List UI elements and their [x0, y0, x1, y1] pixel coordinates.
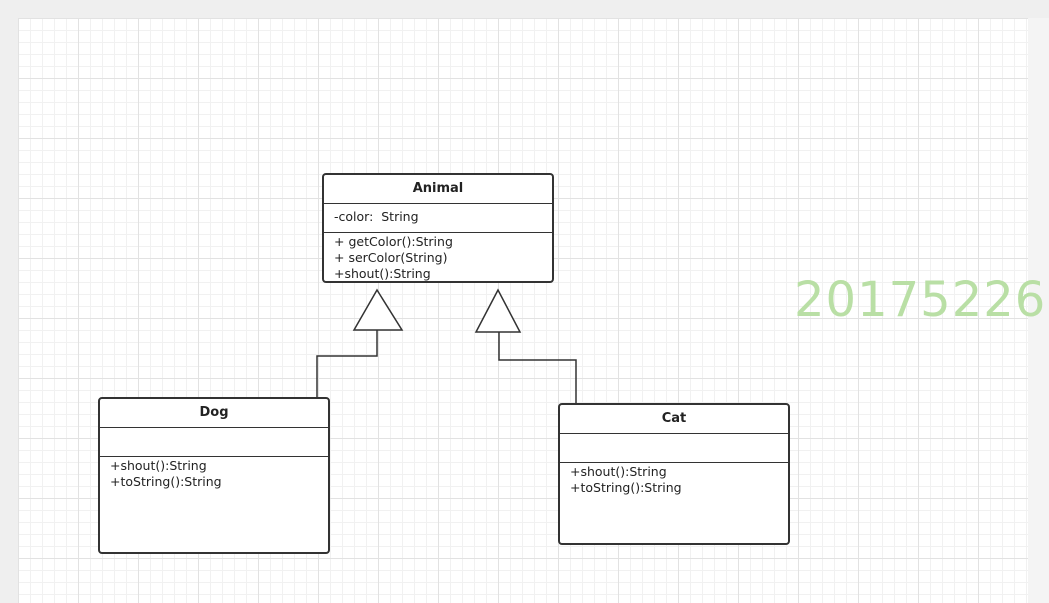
class-animal-operation: +shout():String — [334, 266, 431, 281]
class-cat-operation: +toString():String — [570, 480, 682, 495]
class-animal-operation: + getColor():String — [334, 234, 453, 249]
class-animal-attribute: -color: String — [334, 209, 419, 224]
class-dog-attributes — [100, 428, 328, 457]
class-dog[interactable]: Dog +shout():String +toString():String — [98, 397, 330, 554]
class-dog-operation: +toString():String — [110, 474, 222, 489]
dog-inheritance-arrowhead[interactable] — [352, 288, 404, 331]
cat-inheritance-arrowhead[interactable] — [474, 288, 522, 333]
cat-inheritance-line[interactable] — [498, 332, 577, 404]
canvas-scroll-edge — [1028, 18, 1049, 603]
class-cat-attributes — [560, 434, 788, 463]
class-cat[interactable]: Cat +shout():String +toString():String — [558, 403, 790, 545]
class-animal[interactable]: Animal -color: String + getColor():Strin… — [322, 173, 554, 283]
class-dog-operation: +shout():String — [110, 458, 207, 473]
class-dog-operations: +shout():String +toString():String — [100, 457, 328, 490]
class-animal-attributes: -color: String — [324, 204, 552, 233]
class-animal-operation: + serColor(String) — [334, 250, 448, 265]
class-animal-name: Animal — [324, 175, 552, 204]
class-cat-operation: +shout():String — [570, 464, 667, 479]
dog-inheritance-line[interactable] — [316, 330, 378, 398]
class-dog-name: Dog — [100, 399, 328, 428]
class-cat-operations: +shout():String +toString():String — [560, 463, 788, 496]
class-cat-name: Cat — [560, 405, 788, 434]
class-animal-operations: + getColor():String + serColor(String) +… — [324, 233, 552, 282]
watermark-text: 20175226 — [794, 272, 1047, 328]
